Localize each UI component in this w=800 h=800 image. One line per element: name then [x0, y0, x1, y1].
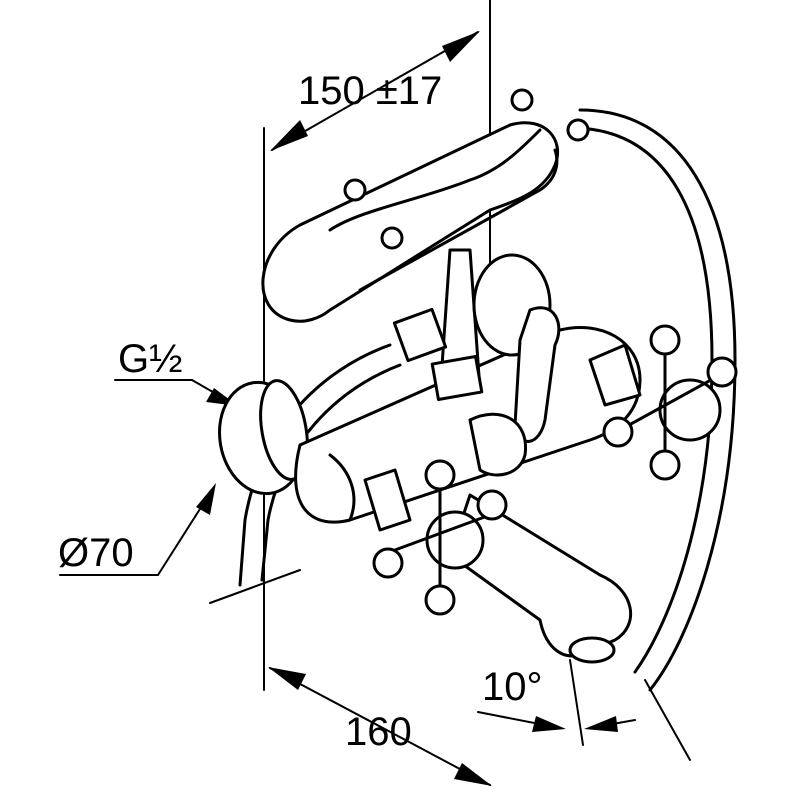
wall-rosette: [218, 379, 309, 496]
left-cross-handle: [363, 459, 508, 616]
dimension-top-width: 150 ±17: [270, 31, 480, 151]
dimension-projection: 160: [268, 667, 492, 786]
right-cross-handle: [588, 324, 738, 481]
dim-label-diameter: Ø70: [58, 531, 134, 575]
dimension-rosette: Ø70: [58, 483, 216, 576]
dim-label-160: 160: [345, 710, 412, 754]
hose-connector: [392, 307, 484, 402]
dim-label-thread: G½: [118, 337, 182, 381]
dim-label-150: 150 ±17: [298, 69, 442, 113]
spout: [448, 493, 632, 664]
diverter-lever: [468, 306, 561, 477]
dim-label-angle: 10°: [482, 665, 543, 709]
dimension-angle: 10°: [477, 665, 636, 732]
dimension-thread: G½: [114, 337, 238, 406]
